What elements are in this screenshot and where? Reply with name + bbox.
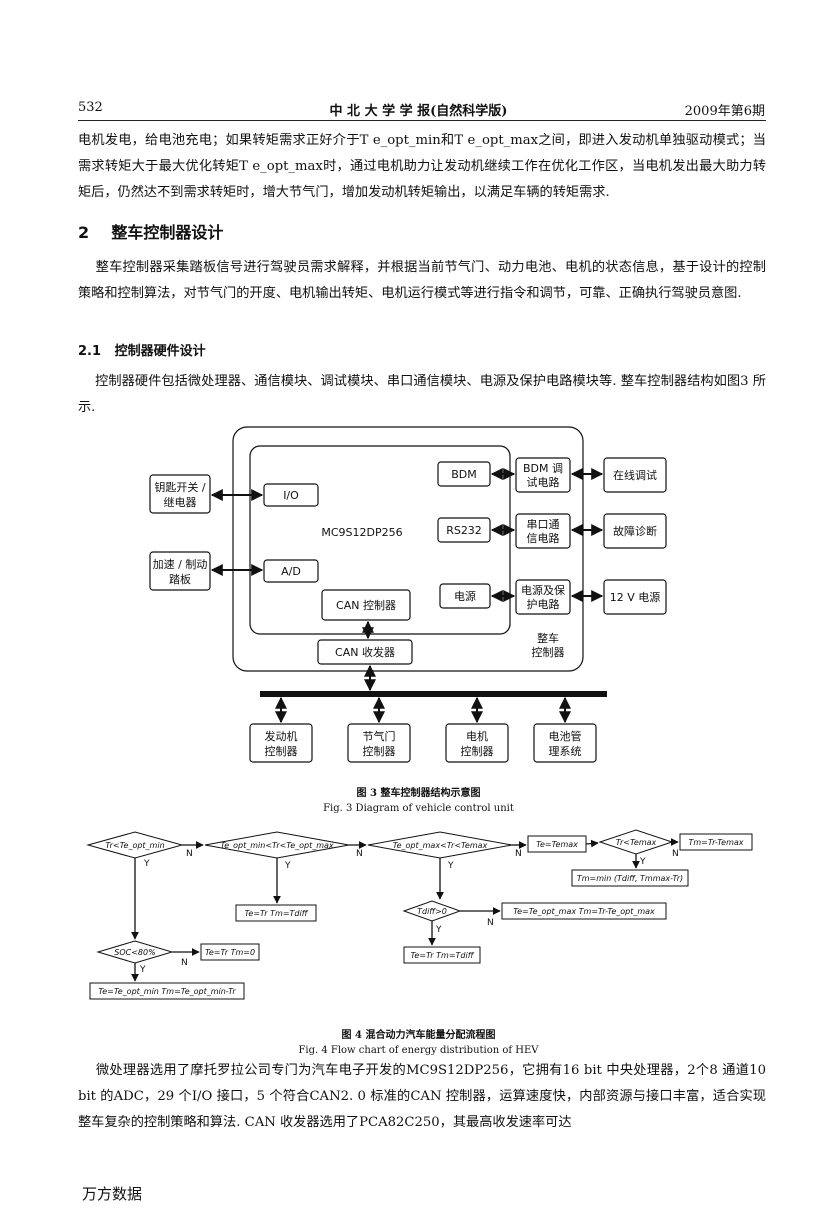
can-transceiver-label: CAN 收发器 <box>335 645 395 659</box>
power-12v-label: 12 V 电源 <box>610 590 661 604</box>
yes-label-5: Y <box>435 925 442 935</box>
decision-6: SOC<80% <box>114 948 155 957</box>
serial-circuit-label-2: 信电路 <box>527 532 560 545</box>
subsection-number: 2.1 <box>78 344 102 359</box>
yes-label-3: Y <box>447 861 454 871</box>
result-3: Tm=min (Tdiff, Tmmax-Tr) <box>577 874 683 883</box>
online-debug-label: 在线调试 <box>613 468 657 482</box>
bms-label-2: 理系统 <box>549 745 582 758</box>
result-5: Te=Te_opt_max Tm=Tr-Te_opt_max <box>513 907 655 916</box>
pedal-label-2: 踏板 <box>169 572 191 586</box>
subsection-title: 控制器硬件设计 <box>114 344 206 359</box>
power-label: 电源 <box>454 589 476 603</box>
result-8: Te=Te_opt_min Tm=Te_opt_min-Tr <box>98 987 236 996</box>
vcu-label-1: 整车 <box>537 631 559 645</box>
section-heading: 2 整车控制器设计 <box>78 219 223 243</box>
throttle-ctrl-label-2: 控制器 <box>363 744 396 758</box>
bdm-label: BDM <box>451 468 477 481</box>
journal-title: 中 北 大 学 学 报(自然科学版) <box>329 104 508 119</box>
yes-label-1: Y <box>143 859 150 869</box>
no-label-4: N <box>672 849 679 859</box>
yes-label-2: Y <box>284 861 291 871</box>
decision-3: Te_opt_max<Tr<Temax <box>393 841 488 850</box>
vcu-outer-box <box>232 426 584 672</box>
pedal-label-1: 加速 / 制动 <box>153 558 208 571</box>
section-number: 2 <box>78 223 90 242</box>
result-6: Te=Tr Tm=Tdiff <box>411 951 475 960</box>
bdm-circuit-label-2: 试电路 <box>527 476 560 489</box>
no-label-6: N <box>181 958 188 968</box>
mcu-label: MC9S12DP256 <box>321 526 402 539</box>
no-label-2: N <box>356 849 363 859</box>
paragraph-2: 整车控制器采集踏板信号进行驾驶员需求解释，并根据当前节气门、动力电池、电机的状态… <box>78 260 766 301</box>
paragraph-1: 电机发电，给电池充电；如果转矩需求正好介于T e_opt_min和T e_opt… <box>78 133 766 200</box>
engine-ctrl-label-1: 发动机 <box>265 729 298 743</box>
fig4-caption-cn: 图 4 混合动力汽车能量分配流程图 <box>341 1030 496 1041</box>
paragraph-4: 微处理器选用了摩托罗拉公司专门为汽车电子开发的MC9S12DP256，它拥有16… <box>78 1063 771 1130</box>
throttle-ctrl-label-1: 节气门 <box>363 729 396 743</box>
key-switch-label-1: 钥匙开关 / <box>154 480 205 494</box>
yes-label-6: Y <box>139 965 146 975</box>
bms-label-1: 电池管 <box>549 729 582 743</box>
can-controller-label: CAN 控制器 <box>336 598 396 612</box>
key-switch-label-2: 继电器 <box>164 496 197 509</box>
footer-watermark: 万方数据 <box>82 1185 143 1203</box>
serial-circuit-label-1: 串口通 <box>527 518 560 531</box>
paragraph-3: 控制器硬件包括微处理器、通信模块、调试模块、串口通信模块、电源及保护电路模块等.… <box>78 374 766 415</box>
result-4: Te=Tr Tm=Tdiff <box>245 909 309 918</box>
yes-label-4: Y <box>639 857 646 867</box>
can-bus-line <box>260 691 607 697</box>
engine-ctrl-label-2: 控制器 <box>265 744 298 758</box>
no-label-5: N <box>487 918 494 928</box>
header-rule <box>78 120 766 121</box>
fig4-caption-en: Fig. 4 Flow chart of energy distribution… <box>298 1045 539 1056</box>
decision-1: Tr<Te_opt_min <box>105 841 164 850</box>
decision-5: Tdiff>0 <box>417 907 447 916</box>
result-1: Te=Temax <box>536 840 578 849</box>
motor-ctrl-label-1: 电机 <box>466 729 488 743</box>
result-7: Te=Tr Tm=0 <box>205 948 255 957</box>
fault-diag-label: 故障诊断 <box>613 524 657 538</box>
mcu-box <box>249 445 511 635</box>
power-circuit-label-1: 电源及保 <box>521 583 565 597</box>
decision-2: Te_opt_min<Tr<Te_opt_max <box>220 841 334 850</box>
vcu-label-2: 控制器 <box>532 645 565 659</box>
subsection-heading: 2.1 控制器硬件设计 <box>78 340 206 359</box>
fig3-caption-cn: 图 3 整车控制器结构示意图 <box>356 788 481 799</box>
ad-label: A/D <box>281 565 301 578</box>
io-label: I/O <box>283 489 299 502</box>
section-title: 整车控制器设计 <box>111 223 224 242</box>
decision-4: Tr<Temax <box>616 838 657 847</box>
rs232-label: RS232 <box>446 524 482 537</box>
page-number: 532 <box>78 100 103 115</box>
bdm-circuit-label-1: BDM 调 <box>523 462 563 475</box>
no-label-3: N <box>515 849 522 859</box>
no-label-1: N <box>186 849 193 859</box>
power-circuit-label-2: 护电路 <box>527 597 560 611</box>
fig3-caption-en: Fig. 3 Diagram of vehicle control unit <box>323 803 514 814</box>
issue-label: 2009年第6期 <box>684 104 765 119</box>
motor-ctrl-label-2: 控制器 <box>461 744 494 758</box>
result-2: Tm=Tr-Temax <box>688 838 743 847</box>
